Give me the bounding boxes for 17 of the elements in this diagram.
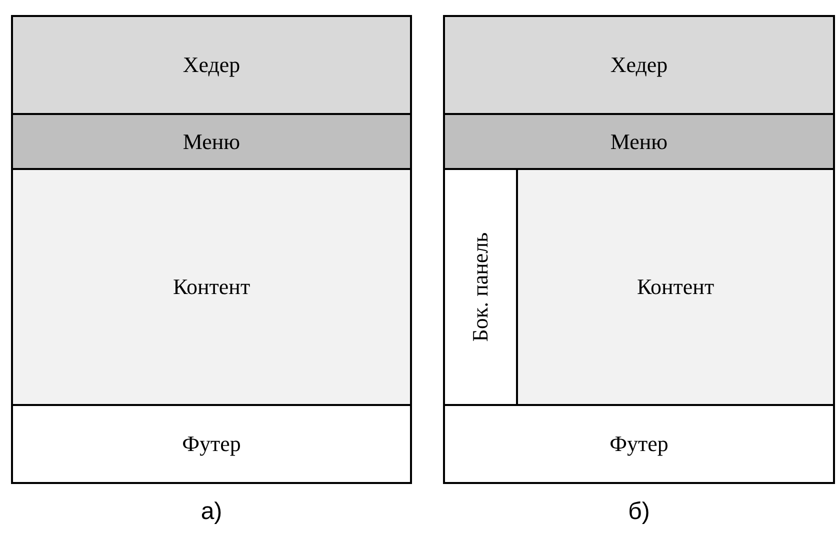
section-label: Контент: [172, 274, 250, 300]
header-section: [11, 15, 412, 115]
section-label: Бок. панель: [468, 232, 494, 342]
section-label: Хедер: [182, 52, 240, 78]
content-section: [516, 168, 835, 406]
section-label: Футер: [610, 431, 668, 457]
section-label: Футер: [182, 431, 241, 457]
menu-section: [443, 113, 835, 170]
content-section: [11, 168, 412, 406]
header-section: [443, 15, 835, 115]
section-label: Хедер: [610, 52, 668, 78]
menu-section: [11, 113, 412, 170]
section-label: Меню: [182, 128, 240, 154]
panel-caption: б): [628, 498, 650, 526]
section-label: Контент: [636, 274, 714, 300]
section-label: Меню: [610, 128, 668, 154]
panel-caption: а): [200, 498, 222, 526]
